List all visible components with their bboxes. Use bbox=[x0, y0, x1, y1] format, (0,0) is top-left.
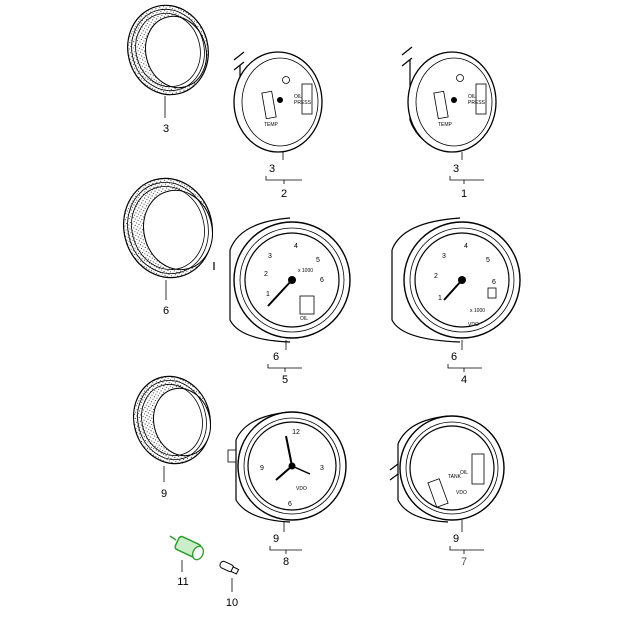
tach4-num-5: 5 bbox=[486, 257, 490, 264]
face-text-press: PRESS bbox=[294, 100, 312, 106]
part-label-4: 4 bbox=[461, 374, 467, 386]
bezel-ring-9[interactable] bbox=[124, 368, 220, 482]
part-label-2: 2 bbox=[281, 188, 287, 200]
face-tach-unit: x 1000 bbox=[298, 268, 313, 274]
face-text-press-1: PRESS bbox=[468, 100, 486, 106]
tach-num-3: 3 bbox=[268, 253, 272, 260]
tach-num-5: 5 bbox=[316, 257, 320, 264]
part-label-ring-6: 6 bbox=[163, 305, 169, 317]
tach-num-2: 2 bbox=[264, 271, 268, 278]
bracket-8 bbox=[269, 546, 302, 551]
tach4-num-1: 1 bbox=[438, 295, 442, 302]
clock-num-9: 9 bbox=[260, 465, 264, 472]
sub-label-7: 9 bbox=[453, 533, 459, 545]
sub-label-4: 6 bbox=[451, 351, 457, 363]
part-label-ring-9: 9 bbox=[161, 488, 167, 500]
clock-num-3: 3 bbox=[320, 465, 324, 472]
sub-label-5: 6 bbox=[273, 351, 279, 363]
gauge-clock-8[interactable]: 12 3 6 9 VDO bbox=[227, 411, 347, 532]
tach4-num-2: 2 bbox=[434, 273, 438, 280]
tach-num-6: 6 bbox=[320, 277, 324, 284]
tach-num-4: 4 bbox=[294, 243, 298, 250]
face-text-tank: TANK bbox=[448, 474, 462, 480]
sub-label-8: 9 bbox=[273, 533, 279, 545]
bracket-1 bbox=[449, 176, 484, 181]
bulb-holder-11[interactable] bbox=[169, 535, 205, 572]
part-label-1: 1 bbox=[461, 188, 467, 200]
sub-label-1: 3 bbox=[453, 163, 459, 175]
bracket-4 bbox=[447, 364, 482, 369]
face-text-temp: TEMP bbox=[264, 122, 279, 128]
bracket-7 bbox=[449, 546, 484, 551]
tach4-num-6: 6 bbox=[492, 279, 496, 286]
face-tach4-unit: x 1000 bbox=[470, 308, 485, 314]
clock-num-6: 6 bbox=[288, 501, 292, 508]
face-text-oil: OIL bbox=[294, 94, 302, 100]
part-label-7: 7 bbox=[461, 556, 467, 568]
gauge-oil-temp-press-2[interactable]: TEMP OIL PRESS bbox=[233, 51, 323, 160]
face-text-oil-1: OIL bbox=[468, 94, 476, 100]
face-vdo-8: VDO bbox=[296, 486, 307, 492]
face-text-temp-1: TEMP bbox=[438, 122, 453, 128]
part-label-5: 5 bbox=[282, 374, 288, 386]
face-vdo-4: VDO bbox=[468, 322, 479, 328]
part-label-8: 8 bbox=[283, 556, 289, 568]
tach4-num-4: 4 bbox=[464, 243, 468, 250]
face-vdo-7: VDO bbox=[456, 490, 467, 496]
part-label-ring-3: 3 bbox=[163, 123, 169, 135]
face-oil-5: OIL bbox=[300, 316, 308, 322]
bezel-ring-6[interactable] bbox=[113, 168, 224, 300]
bulb-10[interactable] bbox=[219, 560, 240, 592]
part-label-11: 11 bbox=[177, 576, 188, 588]
tach4-num-3: 3 bbox=[442, 253, 446, 260]
gauge-oil-temp-press-1[interactable]: TEMP OIL PRESS bbox=[401, 46, 497, 160]
bracket-5 bbox=[267, 364, 302, 369]
gauge-tachometer-5[interactable]: 1 2 3 4 5 6 x 1000 OIL bbox=[229, 217, 351, 350]
gauge-fuel-oil-7[interactable]: TANK OIL VDO bbox=[389, 415, 505, 532]
gauge-tachometer-4[interactable]: 1 2 3 4 5 6 x 1000 VDO bbox=[391, 217, 521, 350]
part-label-10: 10 bbox=[226, 597, 238, 609]
clock-num-12: 12 bbox=[292, 429, 300, 436]
tach-num-1: 1 bbox=[266, 291, 270, 298]
bracket-2 bbox=[265, 176, 302, 181]
face-text-oil-7: OIL bbox=[460, 470, 468, 476]
sub-label-2: 3 bbox=[269, 163, 275, 175]
bezel-ring-3[interactable] bbox=[118, 0, 219, 118]
